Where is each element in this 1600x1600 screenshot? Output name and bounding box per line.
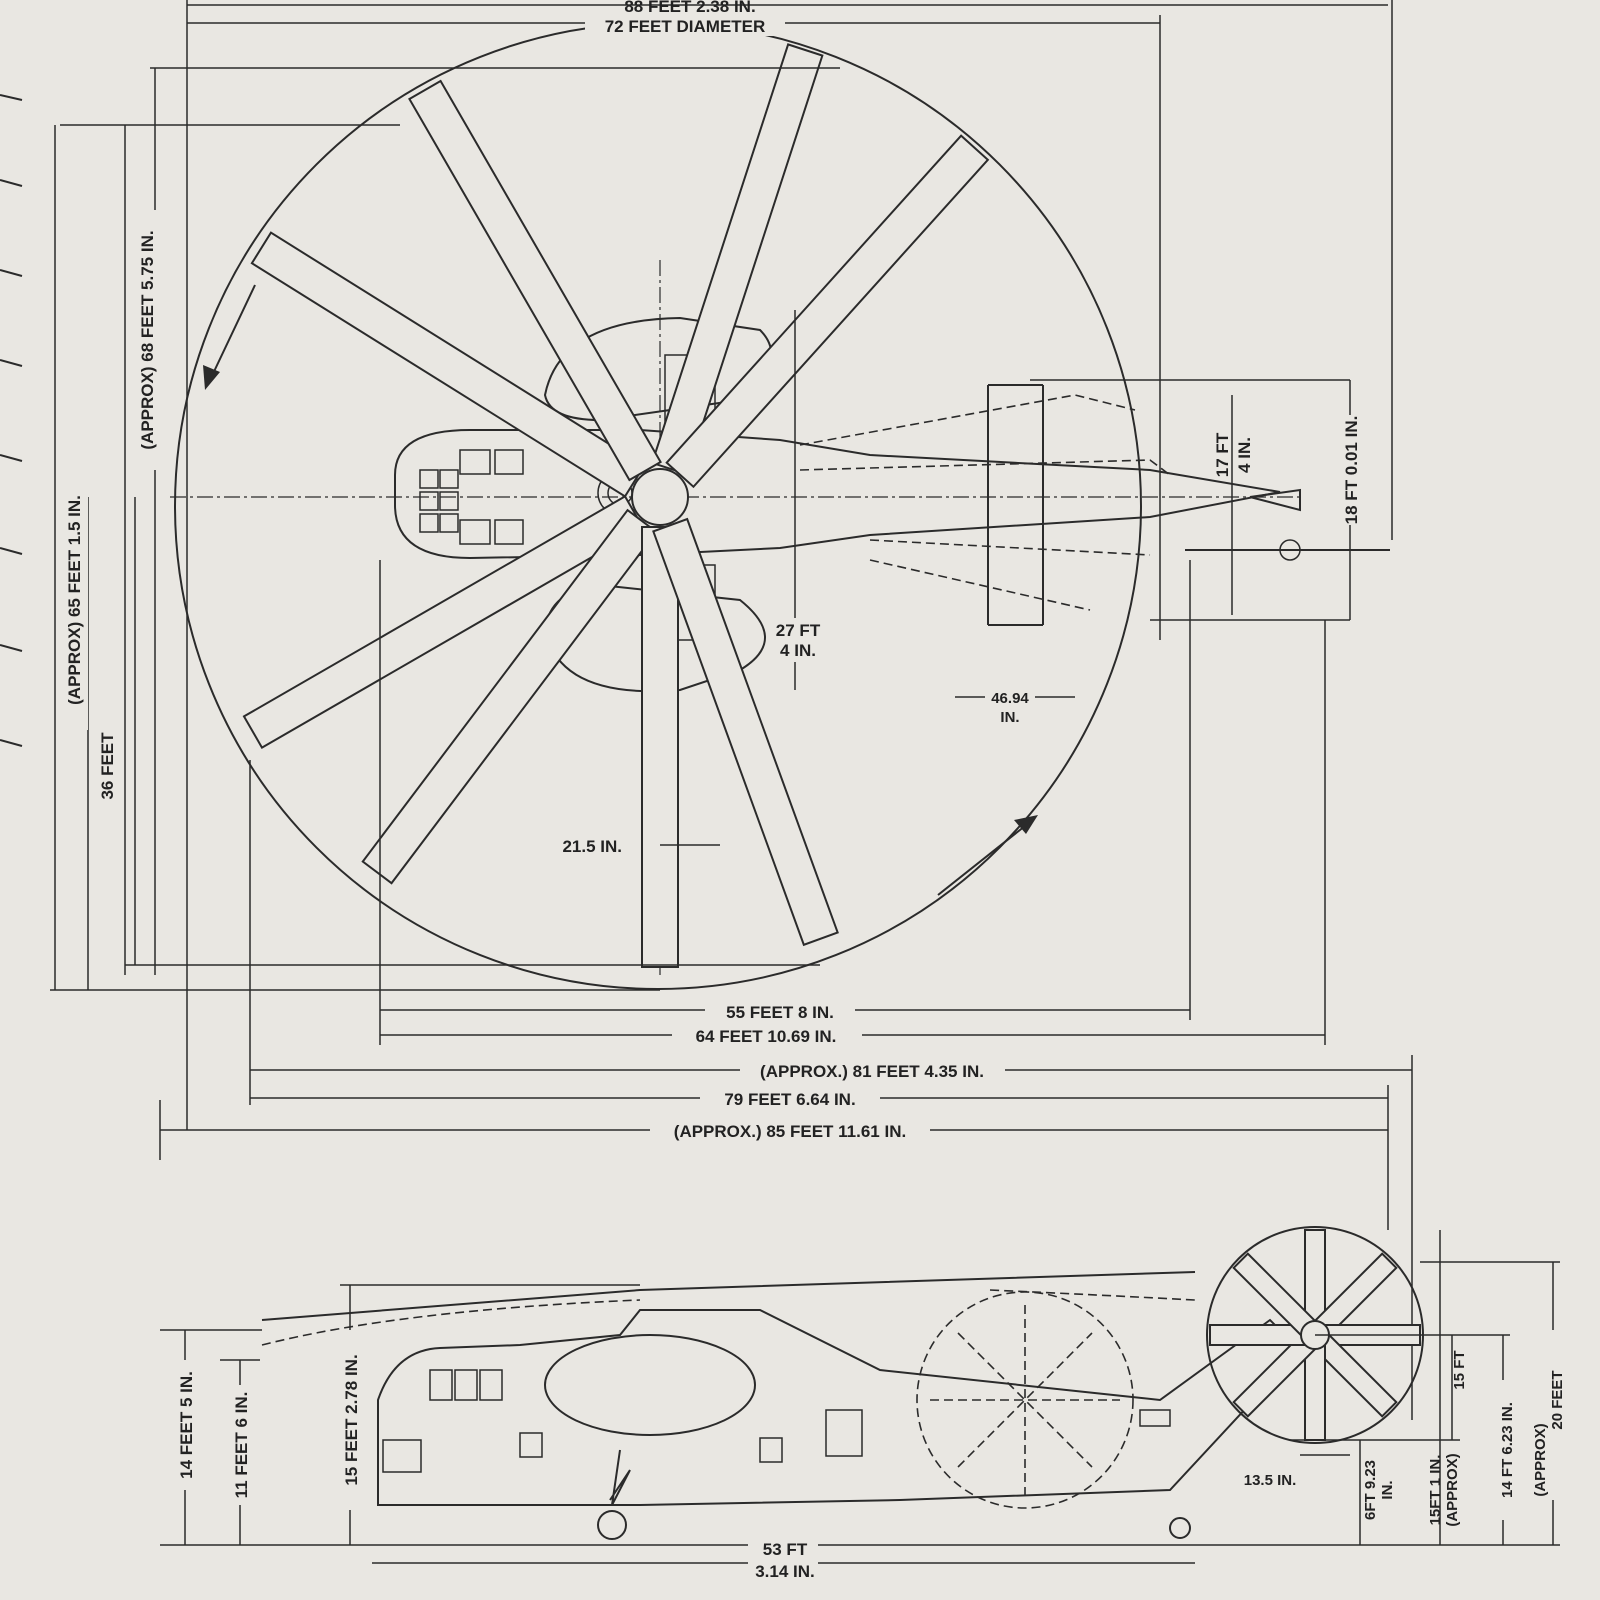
fuselage-side (377, 1309, 1302, 1506)
label-width-approx-b: (APPROX) 65 FEET 1.5 IN. (65, 495, 84, 705)
label-h-14-5: 14 FEET 5 IN. (177, 1371, 196, 1479)
rotation-arrow-icon (209, 284, 256, 381)
rotor-blade (650, 43, 824, 476)
rotor-blade (361, 508, 658, 885)
rotor-blade (408, 79, 662, 482)
label-top-overall: 88 FEET 2.38 IN. (624, 0, 755, 16)
label-15ft1-b: (APPROX) (1444, 1453, 1461, 1526)
main-rotor-blades (242, 43, 990, 968)
rotation-arrow-icon (203, 365, 220, 390)
rotor-hub (631, 468, 689, 526)
rotation-arrow-icon (937, 821, 1031, 896)
label-tail-17-a: 17 FT (1213, 432, 1232, 477)
label-fuselage-53-a: 53 FT (763, 1540, 808, 1559)
label-20ft-a: 20 FEET (1549, 1370, 1566, 1429)
label-135: 13.5 IN. (1244, 1472, 1297, 1489)
label-len-6410: 64 FEET 10.69 IN. (696, 1027, 837, 1046)
label-width-approx-a: (APPROX) 68 FEET 5.75 IN. (138, 230, 157, 449)
side-view (160, 1226, 1560, 1564)
label-14ft: 14 FT 6.23 IN. (1499, 1402, 1516, 1498)
tail-rotor-folded (916, 1291, 1134, 1509)
label-15ft: 15 FT (1451, 1350, 1468, 1389)
label-stab-27-a: 27 FT (776, 621, 821, 640)
label-half-width: 36 FEET (98, 732, 117, 800)
label-len-85: (APPROX.) 85 FEET 11.61 IN. (674, 1122, 906, 1141)
tail-rotor-blades (1209, 1229, 1421, 1441)
rotor-blade (641, 526, 679, 968)
label-tail-18: 18 FT 0.01 IN. (1342, 416, 1361, 525)
top-view (170, 22, 1390, 990)
label-h-11-6: 11 FEET 6 IN. (232, 1392, 251, 1499)
label-20ft-b: (APPROX) (1532, 1423, 1549, 1496)
label-215: 21.5 IN. (562, 837, 622, 856)
rotor-blade (652, 517, 839, 947)
label-len-81: (APPROX.) 81 FEET 4.35 IN. (760, 1062, 984, 1081)
label-len-558: 55 FEET 8 IN. (726, 1003, 834, 1022)
rotation-arrow-icon (1014, 815, 1038, 834)
label-fuselage-53-b: 3.14 IN. (755, 1562, 815, 1581)
rotor-blade (242, 495, 645, 749)
rotor-blade (665, 134, 990, 489)
dimension-labels: 88 FEET 2.38 IN. 72 FEET DIAMETER (APPRO… (58, 0, 1586, 1581)
label-tail-17-b: 4 IN. (1235, 437, 1254, 473)
label-6ft-a: 6FT 9.23 (1362, 1460, 1379, 1520)
fuselage-plan (394, 429, 1281, 560)
label-len-79: 79 FEET 6.64 IN. (724, 1090, 855, 1109)
binder-rings (0, 94, 23, 747)
label-15ft1-a: 15FT 1 IN. (1427, 1455, 1444, 1526)
label-h-15-278: 15 FEET 2.78 IN. (342, 1354, 361, 1485)
label-4694-a: 46.94 (991, 690, 1029, 707)
label-rotor-diameter: 72 FEET DIAMETER (605, 17, 766, 36)
label-stab-27-b: 4 IN. (780, 641, 816, 660)
label-4694-b: IN. (1000, 709, 1019, 726)
engine-fairing (544, 1334, 756, 1436)
label-6ft-b: IN. (1379, 1480, 1396, 1499)
rotor-blade (250, 231, 646, 498)
